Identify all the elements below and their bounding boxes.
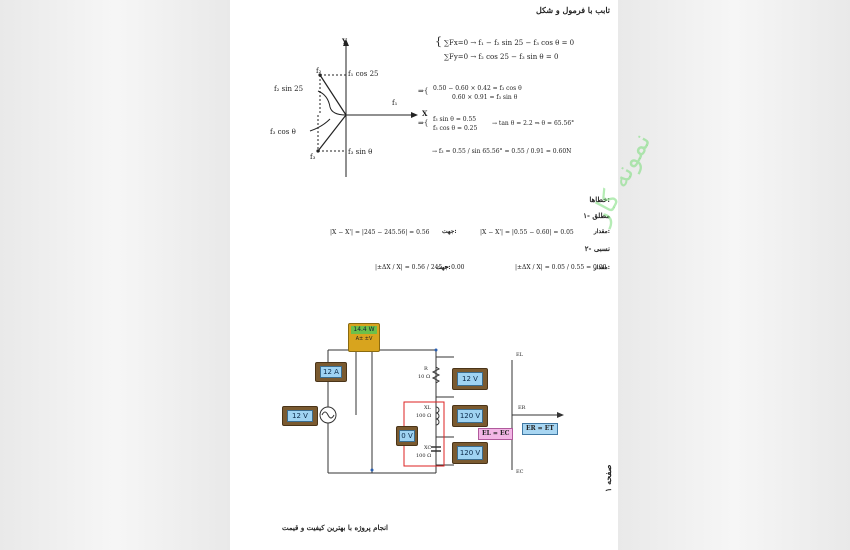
f2-label: f₂ [316,67,322,75]
resistor-label: R [424,366,428,372]
f1cos-label: f₁ cos 25 [348,70,379,78]
inductor-value: 100 Ω [416,413,432,419]
capacitor-label: XC [424,445,432,451]
abs-value: |X − X'| = |0.55 − 0.60| = 0.05 [480,229,574,236]
rel-dir: |±ΔX / X| = 0.56 / 245 = 0.00 [375,264,465,271]
phasor-er-label: ER [518,405,526,411]
f3cos-label: f₃ cos θ [270,128,296,136]
system2-line2: f₃ cos θ = 0.25 [433,125,478,132]
relative-error-title: ۲- نسبی [584,244,610,253]
source-voltmeter: 12 V [282,406,318,426]
wattmeter-display: 14.4 W [351,326,377,334]
left-margin [0,0,230,550]
phasor-el-label: EL [516,352,523,358]
page-title: تابب با فرمول و شکل [535,5,610,15]
footer-text: انجام پروژه با بهترین کیفیت و قیمت [282,523,388,532]
lc-voltmeter: 0 V [396,426,418,446]
source-voltmeter-display: 12 V [287,410,313,422]
axis-y-label: Y [342,37,347,46]
f3-label: f₃ [310,153,316,161]
f3sin-label: f₃ sin θ [348,148,373,156]
brace-1: { [435,35,442,48]
resistor-voltmeter-display: 12 V [457,372,483,386]
force-diagram [309,39,418,177]
right-margin [618,0,850,550]
implies-2: ⇒{ [418,119,429,127]
f3-result: → f₃ = 0.55 / sin 65.56° = 0.55 / 0.91 =… [432,148,572,155]
system2-result: → tan θ = 2.2 ⇒ θ = 65.56° [492,120,575,127]
capacitor-value: 100 Ω [416,453,432,459]
abs-value-label: مقدار: [593,228,610,235]
rel-dir-label: جهت: [436,264,451,271]
f2sin-label: f₂ sin 25 [274,85,304,93]
absolute-error-title: ۱- مطلق [583,211,610,220]
f1-label: f₁ [392,99,398,107]
er-et-badge: ER = ET [522,423,558,435]
page-number: صفحه ۱ [603,464,613,492]
wattmeter-terminals: A± ±V [355,336,373,342]
capacitor-voltmeter: 120 V [452,442,488,464]
implies-1: ⇒{ [418,87,429,95]
errors-title: خطاها: [589,195,610,204]
inductor-voltmeter: 120 V [452,405,488,427]
abs-dir: |X − X'| = |245 − 245.56| = 0.56 [330,229,430,236]
sum-fy-equation: ∑Fy=0 → f₂ cos 25 − f₃ sin θ = 0 [444,53,559,61]
el-ec-badge: EL = EC [478,428,514,440]
resistor-value: 10 Ω [418,374,431,380]
sum-fx-equation: ∑Fx=0 → f₁ − f₂ sin 25 − f₃ cos θ = 0 [444,39,575,47]
lc-voltmeter-display: 0 V [399,430,415,442]
system1-line1: 0.50 − 0.60 × 0.42 = f₃ cos θ [433,85,522,92]
phasor-ec-label: EC [516,469,524,475]
system1-line2: 0.60 × 0.91 = f₃ sin θ [452,94,518,101]
rel-value: |±ΔX / X| = 0.05 / 0.55 = 0.09 [515,264,607,271]
capacitor-voltmeter-display: 120 V [457,446,483,460]
ammeter-display: 12 A [320,366,342,378]
system2-line1: f₃ sin θ = 0.55 [433,116,477,123]
inductor-label: XL [424,405,431,411]
axis-x-label: X [422,109,428,118]
wattmeter: 14.4 W A± ±V [348,323,380,352]
document-page: تابب با فرمول و شکل Y X f₂ f₁ cos 25 f₁ … [230,0,657,550]
ammeter: 12 A [315,362,347,382]
rel-value-label: مقدار: [593,264,610,271]
resistor-voltmeter: 12 V [452,368,488,390]
abs-dir-label: جهت: [442,228,457,235]
inductor-voltmeter-display: 120 V [457,409,483,423]
